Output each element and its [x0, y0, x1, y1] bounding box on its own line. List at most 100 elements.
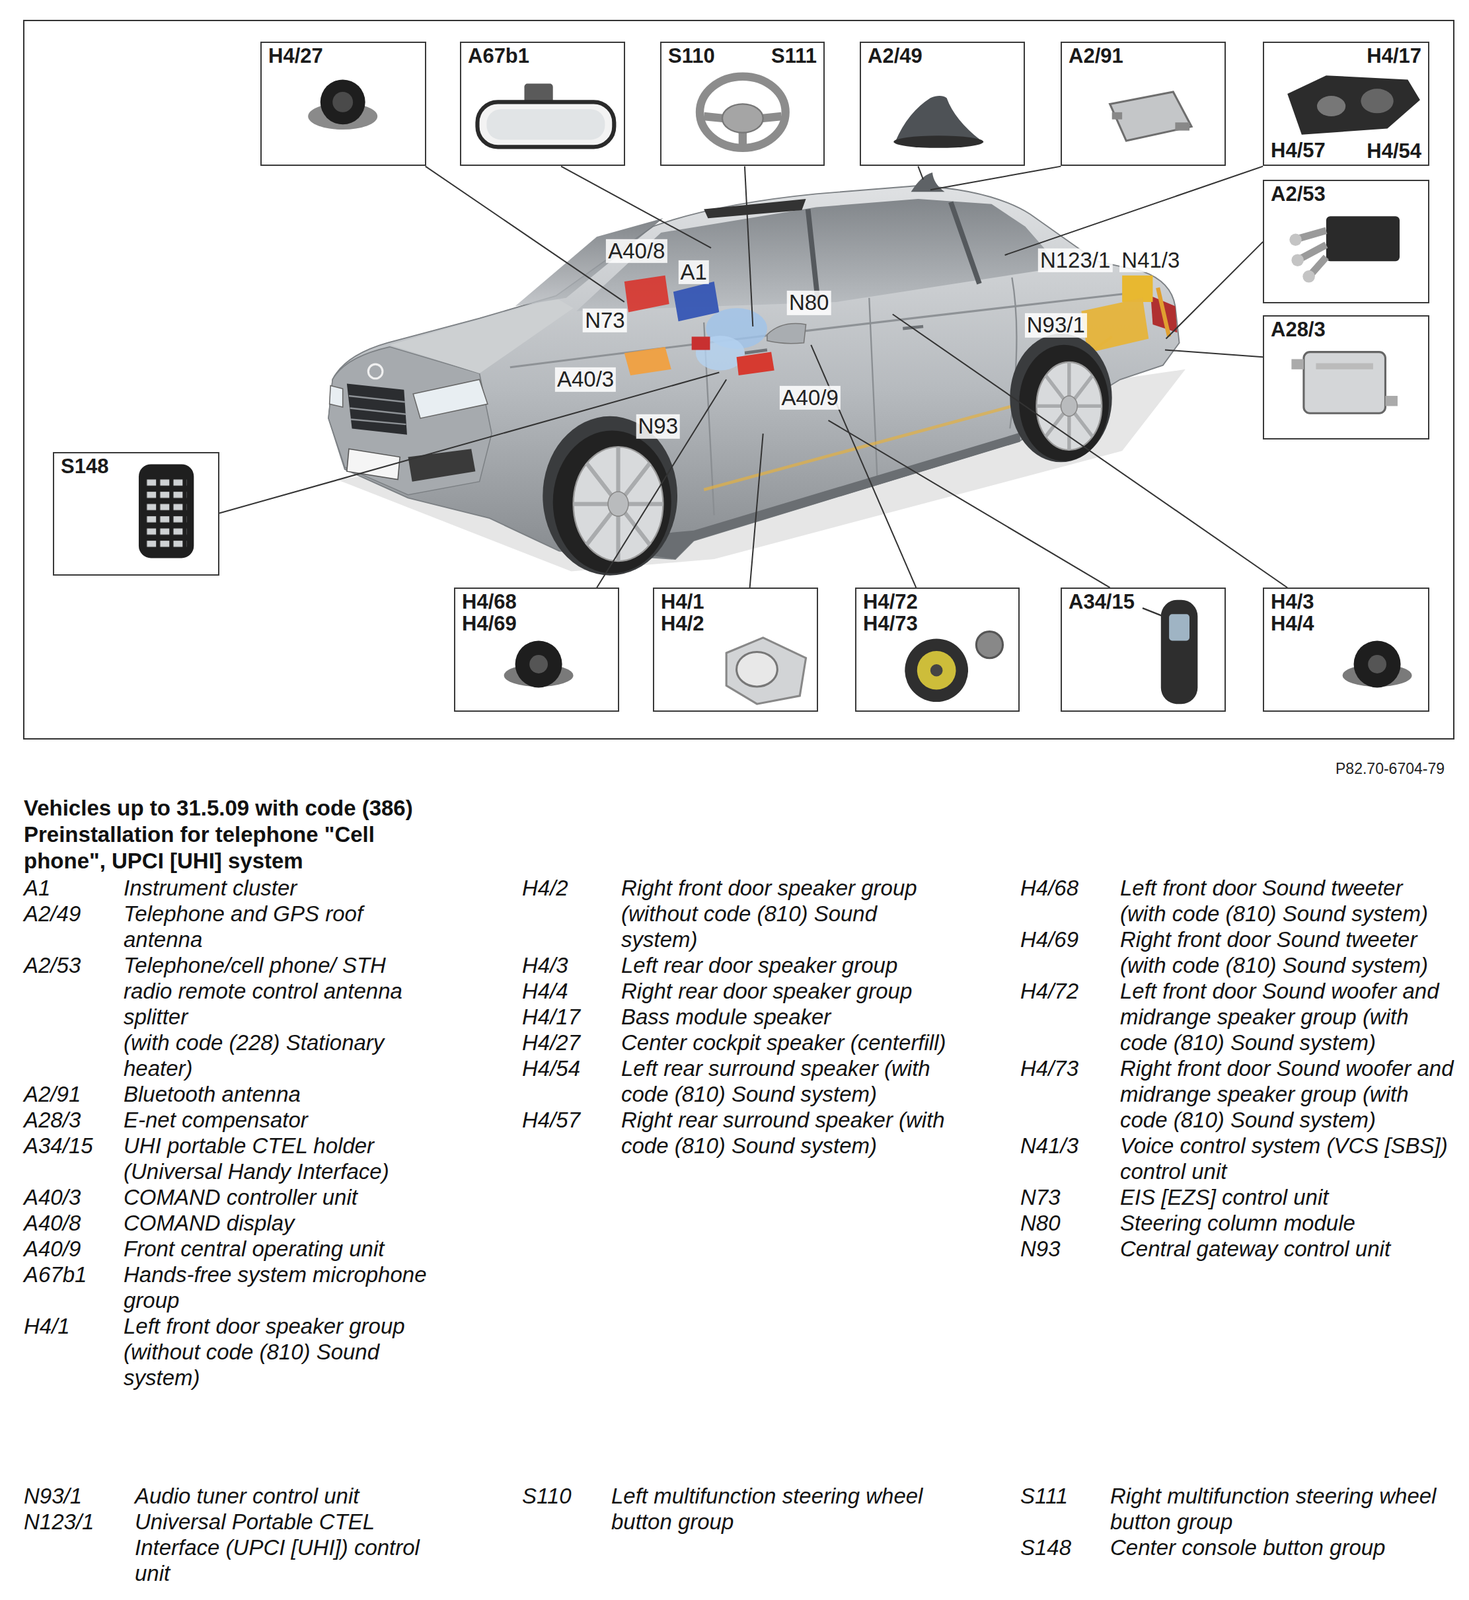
- key-row: S110Left multifunction steering wheel bu…: [522, 1482, 929, 1535]
- component-code: H4/72: [863, 591, 918, 614]
- part-description: Left rear surround speaker (with code (8…: [621, 1055, 952, 1107]
- key-row: N80Steering column module: [1020, 1209, 1454, 1236]
- steering-wheel-icon: [699, 76, 786, 149]
- tyre: [553, 430, 672, 573]
- component-code: A67b1: [467, 45, 530, 68]
- leader-lines: [810, 344, 916, 588]
- antenna-splitter-icon: [1297, 230, 1327, 276]
- part-description: Left front door Sound tweeter (with code…: [1120, 874, 1454, 927]
- key-row: H4/72Left front door Sound woofer and mi…: [1020, 978, 1454, 1056]
- part-description-cell: Left front door Sound tweeter (with code…: [1120, 874, 1454, 927]
- callout-box: A34/15: [1060, 587, 1226, 712]
- part-code: A2/53: [23, 952, 124, 979]
- antenna-splitter-icon: [1291, 253, 1304, 267]
- headlight: [413, 379, 488, 419]
- part-code: H4/17: [522, 1003, 622, 1030]
- key-row: H4/1Left front door speaker group (witho…: [23, 1313, 435, 1391]
- key-row: H4/27Center cockpit speaker (centerfill): [522, 1029, 952, 1056]
- component-red: [624, 275, 670, 313]
- part-description-cell: Center console button group: [1110, 1534, 1448, 1561]
- callout-label: A40/3: [555, 367, 616, 392]
- hub: [607, 491, 629, 517]
- woofer-icon: [930, 664, 943, 677]
- part-description: Right front door Sound woofer and midran…: [1120, 1055, 1454, 1133]
- part-description: Steering column module: [1120, 1209, 1454, 1236]
- roof-antenna: [911, 172, 945, 192]
- part-code: H4/2: [522, 874, 622, 901]
- component-code: A28/3: [1270, 319, 1326, 341]
- antenna-splitter-icon: [1289, 233, 1302, 247]
- woofer-icon: [917, 650, 957, 690]
- pillars: [808, 202, 980, 304]
- callout-box: A2/49: [859, 41, 1025, 166]
- part-code: H4/72: [1020, 978, 1121, 1004]
- part-code: H4/1: [23, 1313, 124, 1339]
- component-red: [736, 352, 775, 377]
- callout-label: A40/8: [605, 239, 667, 264]
- key-row: A40/8COMAND display: [23, 1209, 435, 1236]
- part-description: E-net compensator: [123, 1106, 435, 1133]
- callout-label: N123/1: [1038, 248, 1113, 273]
- key-row: A67b1Hands-free system microphone group: [23, 1261, 435, 1314]
- callout-box: A2/53: [1262, 179, 1430, 304]
- callout-label: N93: [635, 414, 680, 439]
- part-code: A28/3: [23, 1106, 124, 1133]
- part-description: Bluetooth antenna: [123, 1081, 435, 1107]
- component-yellow: [1081, 298, 1149, 353]
- keypad-icon: [146, 475, 188, 549]
- door-speaker-icon: [726, 637, 806, 704]
- part-description-cell: Right rear door speaker group: [621, 978, 952, 1004]
- woofer-icon: [904, 638, 969, 702]
- component-code: S111: [771, 45, 817, 68]
- callout-box: A67b1: [459, 41, 626, 166]
- part-description-cell: Right multifunction steering wheel butto…: [1110, 1482, 1448, 1535]
- speaker-icon: [1354, 640, 1401, 688]
- part-description-cell: Left front door speaker group (without c…: [123, 1313, 435, 1391]
- part-description-cell: Hands-free system microphone group: [123, 1261, 435, 1314]
- component-code: A34/15: [1068, 591, 1135, 614]
- component-red: [691, 336, 711, 350]
- component-code: H4/17: [1366, 45, 1422, 68]
- callout-box: S148: [52, 452, 220, 576]
- callout-label: A40/9: [779, 385, 841, 410]
- antenna-splitter-icon: [1302, 270, 1316, 283]
- leader-lines: [892, 313, 1288, 588]
- part-code: H4/57: [522, 1106, 622, 1133]
- key-row: N123/1Universal Portable CTEL Interface …: [23, 1508, 433, 1586]
- part-code: H4/3: [522, 952, 622, 979]
- antenna-splitter-icon: [1289, 216, 1400, 283]
- key-column: A1Instrument clusterA2/49Telephone and G…: [23, 874, 435, 1391]
- part-description-cell: COMAND controller unit: [123, 1184, 435, 1210]
- part-description: Universal Portable CTEL Interface (UPCI …: [134, 1508, 433, 1586]
- part-description: Hands-free system microphone group: [123, 1261, 435, 1314]
- part-description-cell: Voice control system (VCS [SBS]) control…: [1120, 1132, 1454, 1185]
- key-row: H4/73Right front door Sound woofer and m…: [1020, 1055, 1454, 1133]
- key-row: A2/49Telephone and GPS roof antenna: [23, 900, 435, 953]
- part-description-cell: Right front door speaker group (without …: [621, 874, 952, 953]
- key-row: A40/3COMAND controller unit: [23, 1184, 435, 1210]
- tweeter-icon: [529, 654, 548, 674]
- key-row: S148Center console button group: [1020, 1534, 1448, 1561]
- key-row: A40/9Front central operating unit: [23, 1235, 435, 1262]
- grille-bars: [348, 395, 406, 425]
- phone-holder-icon: [1161, 600, 1199, 704]
- part-description: Right front door speaker group (without …: [621, 874, 952, 953]
- speaker-icon: [332, 91, 353, 113]
- part-description-cell: Telephone and GPS roof antenna: [123, 900, 435, 953]
- component-code: A2/49: [867, 45, 923, 68]
- part-description-cell: COMAND display: [123, 1209, 435, 1236]
- part-description: COMAND display: [123, 1209, 435, 1236]
- headlight: [329, 385, 343, 408]
- part-description-cell: UHI portable CTEL holder (Universal Hand…: [123, 1132, 435, 1185]
- key-row: N41/3Voice control system (VCS [SBS]) co…: [1020, 1132, 1454, 1185]
- phone-holder-icon: [1142, 600, 1198, 704]
- part-description-cell: Left multifunction steering wheel button…: [611, 1482, 929, 1535]
- leader-lines: [219, 372, 719, 513]
- part-description: COMAND controller unit: [123, 1184, 435, 1210]
- key-row: S111Right multifunction steering wheel b…: [1020, 1482, 1448, 1535]
- part-code: A40/8: [23, 1209, 124, 1236]
- part-code: H4/54: [522, 1055, 622, 1082]
- part-code: H4/69: [1020, 926, 1121, 953]
- part-description-cell: Front central operating unit: [123, 1235, 435, 1262]
